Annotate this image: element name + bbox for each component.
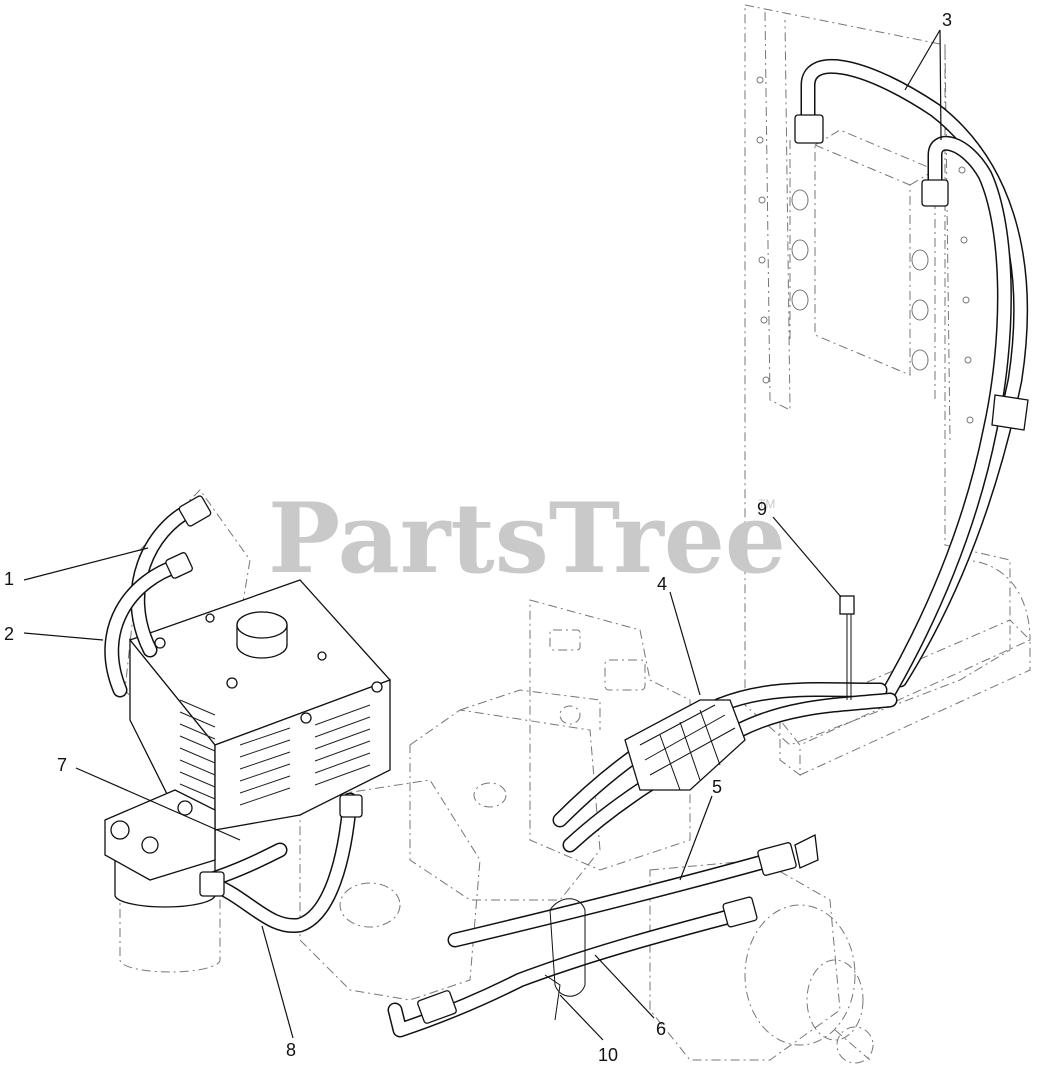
watermark-trademark: TM [758,497,775,511]
watermark-text: PartsTree [268,482,786,595]
hose-2 [104,552,193,698]
callout-1: 1 [4,569,14,589]
hose-4 [552,681,898,853]
callout-6: 6 [656,1019,666,1039]
hose-1 [130,495,212,658]
callout-9: 9 [757,499,767,519]
hose-5 [447,834,819,948]
callouts: 1 2 3 4 5 6 7 8 9 10 [4,10,952,1065]
oil-filter [104,789,221,973]
callout-10: 10 [598,1045,618,1065]
callout-8: 8 [286,1040,296,1060]
oil-cooler [789,129,937,400]
hydraulic-pump [299,689,601,1001]
hose-6 [387,896,758,1038]
leader-lines [23,29,942,1041]
rear-frame-panel [744,4,1011,746]
wheel-motor [649,859,874,1064]
callout-4: 4 [657,574,667,594]
callout-3: 3 [942,10,952,30]
callout-2: 2 [4,624,14,644]
hydraulic-reservoir [124,489,392,832]
callout-5: 5 [712,777,722,797]
hose-8 [199,792,363,934]
hose-clamp [544,898,586,1021]
watermark: PartsTree TM [268,482,786,595]
hose-3 [794,59,1029,698]
callout-7: 7 [57,755,67,775]
cable-tie [839,595,855,700]
frame-tube [779,559,1031,776]
